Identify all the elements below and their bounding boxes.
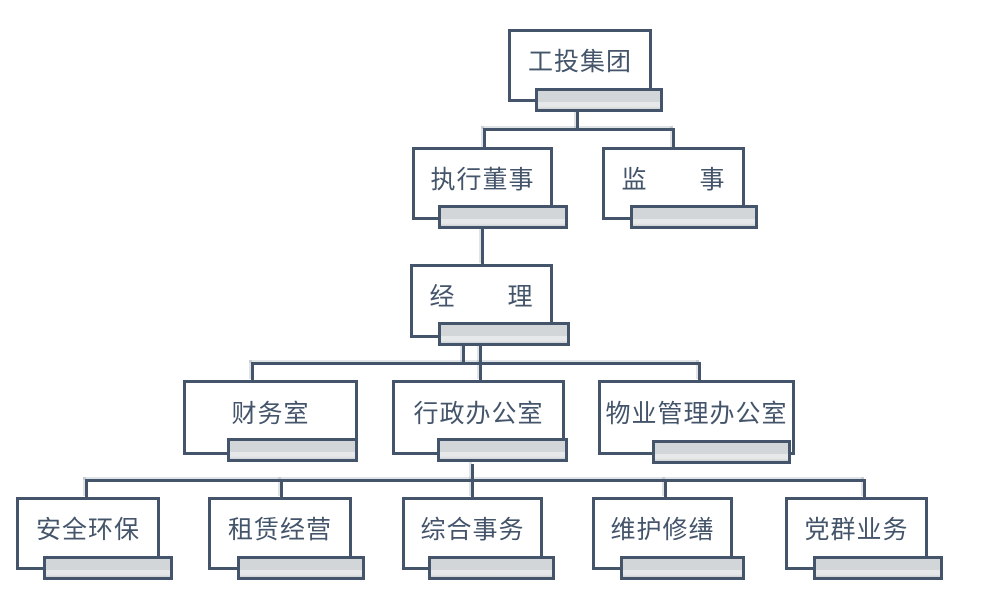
connector-executive-to-manager: [481, 229, 484, 265]
org-node-manager: 经 理: [410, 264, 570, 346]
org-node-property-management-office: 物业管理办公室: [598, 380, 795, 464]
org-node-admin-office: 行政办公室: [392, 380, 568, 462]
shadow-bar: [535, 88, 663, 112]
connector-level5-rail: [85, 479, 866, 482]
org-node-supervisor: 监 事: [602, 147, 758, 229]
shadow-bar: [438, 322, 570, 346]
org-node-maintenance-repair: 维护修缮: [592, 497, 745, 580]
connector-drop-leasing: [280, 479, 283, 498]
org-label-party-mass-affairs: 党群业务: [804, 515, 909, 544]
shadow-bar: [620, 556, 745, 580]
org-label-property-management-office: 物业管理办公室: [605, 399, 788, 428]
connector-level2-rail: [483, 128, 675, 131]
org-node-party-mass-affairs: 党群业务: [785, 497, 943, 580]
connector-drop-executive-director: [483, 128, 486, 149]
org-label-leasing-operations: 租赁经营: [227, 515, 332, 544]
org-label-manager: 经 理: [429, 283, 534, 311]
org-node-finance-office: 财务室: [183, 380, 358, 462]
shadow-bar: [437, 438, 568, 462]
org-label-safety-environment: 安全环保: [35, 515, 140, 544]
connector-drop-safety-environment: [85, 479, 88, 498]
connector-level4-rail: [251, 362, 701, 365]
shadow-bar: [428, 556, 555, 580]
connector-drop-finance-office: [251, 362, 254, 381]
connector-drop-admin-office: [479, 346, 482, 381]
connector-drop-property-office: [698, 362, 701, 381]
org-label-admin-office: 行政办公室: [413, 399, 544, 428]
connector-root-stem: [576, 112, 579, 131]
org-node-gongtou-group: 工投集团: [508, 29, 663, 112]
connector-drop-maintenance: [664, 479, 667, 498]
org-node-executive-director: 执行董事: [412, 147, 568, 229]
org-label-gongtou-group: 工投集团: [527, 47, 632, 76]
shadow-bar: [237, 556, 365, 580]
shadow-bar: [813, 556, 943, 580]
org-node-leasing-operations: 租赁经营: [208, 497, 365, 580]
org-label-supervisor: 监 事: [621, 165, 726, 194]
org-label-finance-office: 财务室: [231, 399, 310, 428]
shadow-bar: [43, 556, 173, 580]
org-label-maintenance-repair: 维护修缮: [610, 515, 715, 544]
org-label-executive-director: 执行董事: [430, 165, 535, 194]
connector-drop-party-mass: [863, 479, 866, 498]
shadow-bar: [227, 438, 358, 462]
shadow-bar: [630, 205, 758, 229]
org-label-general-affairs: 综合事务: [420, 515, 525, 544]
shadow-bar: [438, 205, 568, 229]
org-node-safety-environment: 安全环保: [16, 497, 173, 580]
connector-drop-supervisor: [672, 128, 675, 149]
shadow-bar: [652, 440, 791, 464]
org-node-general-affairs: 综合事务: [402, 497, 555, 580]
connector-manager-stem: [462, 346, 465, 365]
